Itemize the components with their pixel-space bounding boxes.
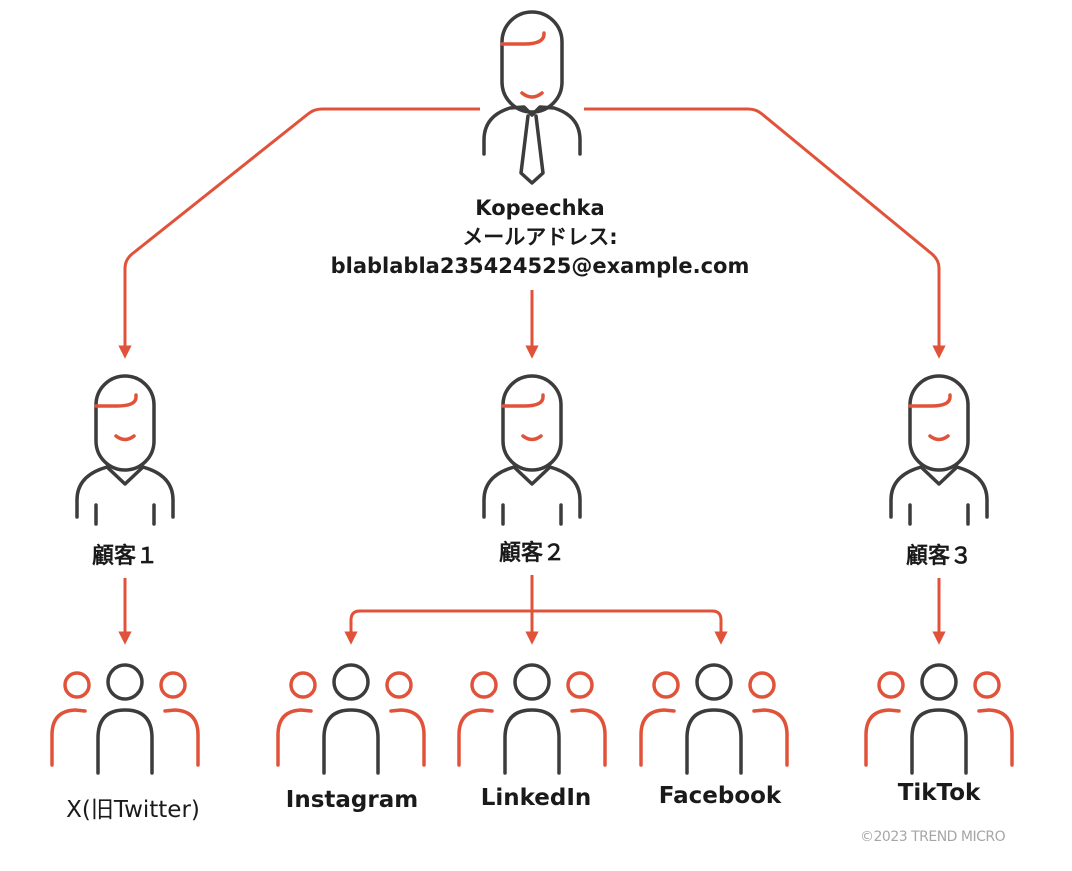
group-icon-instagram xyxy=(276,663,426,775)
group-icon-center-head xyxy=(106,663,144,701)
group-icon-right-body xyxy=(977,708,1014,767)
customer-3-icon xyxy=(889,374,989,526)
platform-label-tiktok: TikTok xyxy=(897,780,981,806)
group-icon-tiktok xyxy=(864,663,1014,775)
customer-2-icon xyxy=(482,374,582,526)
group-icon-facebook xyxy=(639,663,789,775)
group-icon-left-head xyxy=(63,671,91,699)
businessman-icon xyxy=(482,10,582,185)
group-icon-right-head xyxy=(159,671,187,699)
group-icon-x xyxy=(50,663,200,775)
group-icon-left-body xyxy=(50,708,87,767)
root-email-label: メールアドレス: xyxy=(462,225,618,249)
group-icon-left-head xyxy=(877,671,905,699)
group-icon-right-head xyxy=(973,671,1001,699)
customer-3-label: 顧客３ xyxy=(905,544,972,569)
group-icon-right-body xyxy=(389,708,426,767)
group-icon-right-head xyxy=(385,671,413,699)
group-icon-center-body xyxy=(322,708,380,775)
group-icon-center-body xyxy=(503,708,561,775)
customer-1-icon xyxy=(75,374,175,526)
group-icon-left-head xyxy=(470,671,498,699)
group-icon-center-body xyxy=(96,708,154,775)
group-icon-left-body xyxy=(864,708,901,767)
customer-1-label: 顧客１ xyxy=(91,544,158,569)
group-icon-center-head xyxy=(332,663,370,701)
group-icon-right-body xyxy=(163,708,200,767)
root-label: Kopeechka メールアドレス: blablabla235424525@ex… xyxy=(300,194,780,281)
root-email: blablabla235424525@example.com xyxy=(330,254,750,278)
group-icon-center-head xyxy=(695,663,733,701)
group-icon-left-body xyxy=(639,708,676,767)
root-name: Kopeechka xyxy=(475,196,605,220)
platform-label-linkedin: LinkedIn xyxy=(480,785,592,811)
group-icon-right-head xyxy=(748,671,776,699)
group-icon-center-body xyxy=(685,708,743,775)
connector-root-to-customer-1 xyxy=(118,107,480,359)
connector-root-to-customer-3 xyxy=(584,107,946,359)
group-icon-left-head xyxy=(289,671,317,699)
connectors xyxy=(118,107,946,645)
group-icon-right-body xyxy=(570,708,607,767)
platform-label-x: X(旧Twitter) xyxy=(66,797,200,823)
customer-2-label: 顧客２ xyxy=(498,541,565,566)
group-icon-left-body xyxy=(457,708,494,767)
group-icon-right-head xyxy=(566,671,594,699)
copyright: ©2023 TREND MICRO xyxy=(860,829,1006,845)
group-icon-center-head xyxy=(920,663,958,701)
group-icon-right-body xyxy=(752,708,789,767)
group-icon-center-head xyxy=(513,663,551,701)
platform-label-instagram: Instagram xyxy=(285,787,419,813)
group-icon-left-head xyxy=(652,671,680,699)
group-icon-left-body xyxy=(276,708,313,767)
connector-customer-2-to-facebook xyxy=(532,609,728,645)
group-icon-center-body xyxy=(910,708,968,775)
connector-customer-2-to-instagram xyxy=(344,609,532,645)
platform-label-facebook: Facebook xyxy=(658,783,782,809)
group-icon-linkedin xyxy=(457,663,607,775)
